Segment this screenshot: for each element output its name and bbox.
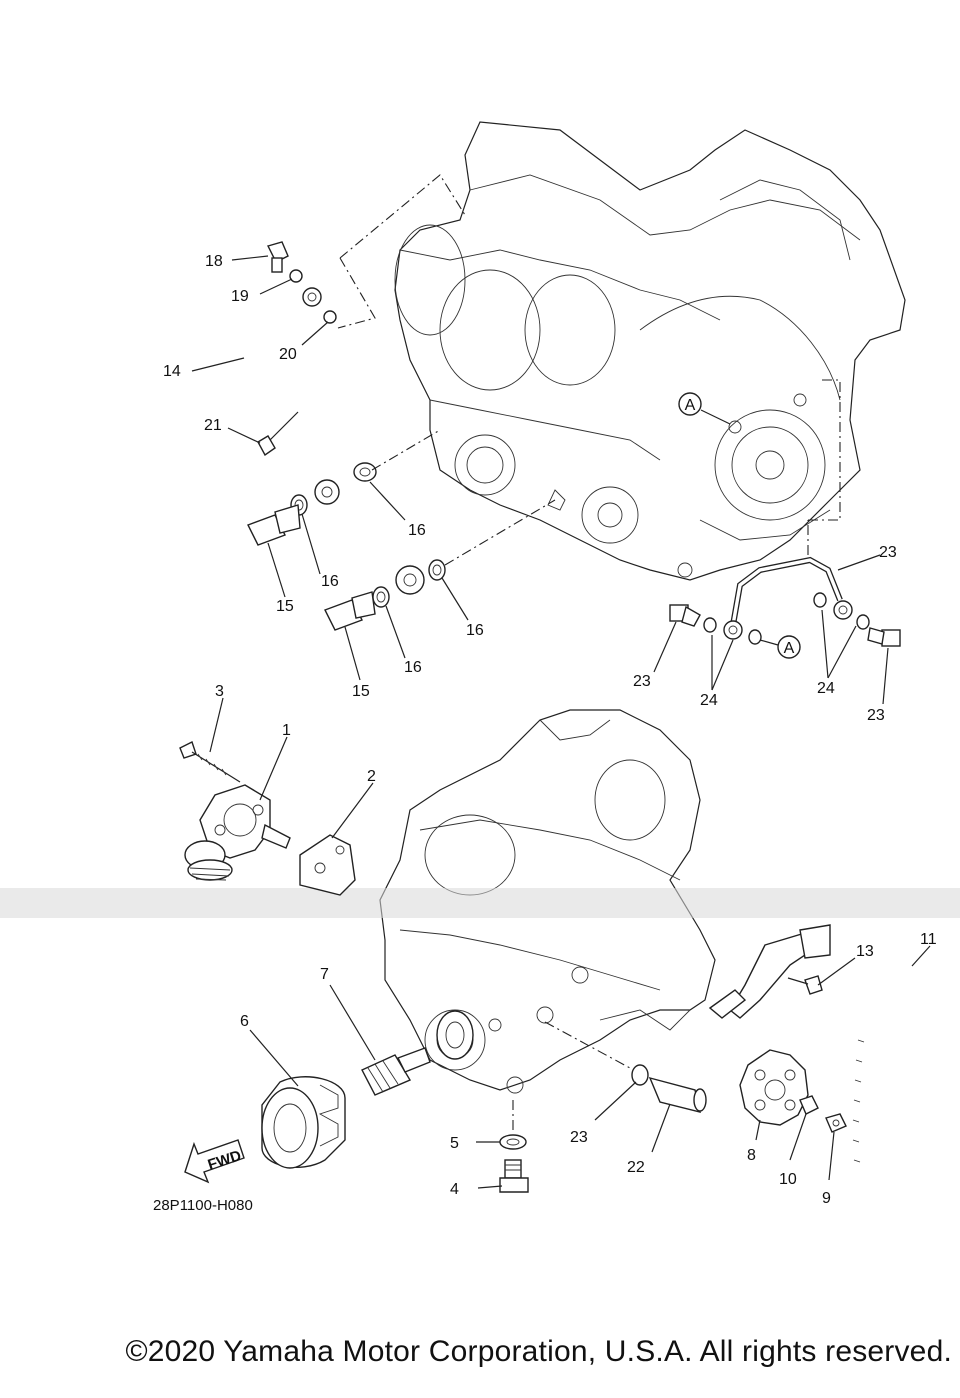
callout-22: 23 (879, 544, 897, 561)
strainer-drawing (544, 1021, 707, 1113)
callout-23-a: 23 (633, 673, 651, 690)
leader-lines (191, 255, 931, 1189)
oil-pump-drawing (179, 741, 291, 881)
oil-filter-drawing (261, 1076, 346, 1169)
callout-15-b: 15 (352, 683, 370, 700)
callout-labels: 18 19 20 14 21 16 16 15 16 16 15 23 23 2… (163, 253, 937, 1207)
oil-delivery-pipe-assembly (238, 174, 556, 631)
callout-3: 3 (215, 683, 224, 700)
view-marker-a-lower[interactable]: A (759, 635, 801, 659)
svg-text:A: A (784, 640, 795, 657)
callout-21: 23 (570, 1129, 588, 1146)
callout-19: 21 (204, 417, 222, 434)
gasket-drawing (299, 834, 356, 896)
oil-pipe-assembly-right (669, 379, 901, 647)
callout-20: 22 (627, 1159, 645, 1176)
callout-7: 7 (320, 966, 329, 983)
callout-16-a: 16 (408, 522, 426, 539)
callout-15-a: 15 (276, 598, 294, 615)
chain-guide-drawing (708, 924, 831, 1019)
callout-16-d: 16 (404, 659, 422, 676)
union-bolt-drawing (361, 1010, 474, 1096)
reference-code: 28P1100-H080 (153, 1197, 253, 1214)
drain-bolt-drawing (499, 1100, 529, 1193)
scan-band (0, 888, 960, 918)
drive-sprocket-drawing (739, 1049, 847, 1133)
callout-14: 14 (163, 363, 181, 380)
callout-18-upper: 19 (231, 288, 249, 305)
drive-chain-drawing (850, 958, 927, 1193)
callout-17: 18 (205, 253, 223, 270)
callout-6: 6 (240, 1013, 249, 1030)
callout-11: 11 (920, 931, 937, 948)
callout-23-b: 23 (867, 707, 885, 724)
callout-9: 9 (822, 1190, 831, 1207)
callout-8: 8 (747, 1147, 756, 1164)
callout-5: 5 (450, 1135, 459, 1152)
view-marker-a-upper[interactable]: A (678, 392, 731, 425)
upper-crankcase-drawing (394, 121, 906, 581)
fwd-arrow: FWD (184, 1139, 245, 1184)
callout-4: 4 (450, 1181, 459, 1198)
callout-24-b: 24 (817, 680, 835, 697)
copyright-notice: ©2020 Yamaha Motor Corporation, U.S.A. A… (125, 1335, 952, 1368)
callout-13: 13 (856, 943, 874, 960)
svg-text:A: A (685, 397, 696, 414)
callout-18-lower: 20 (279, 346, 297, 363)
callout-16-c: 16 (466, 622, 484, 639)
callout-1: 1 (282, 722, 291, 739)
callout-16-b: 16 (321, 573, 339, 590)
callout-10: 10 (779, 1171, 797, 1188)
callout-24-a: 24 (700, 692, 718, 709)
callout-2: 2 (367, 768, 376, 785)
